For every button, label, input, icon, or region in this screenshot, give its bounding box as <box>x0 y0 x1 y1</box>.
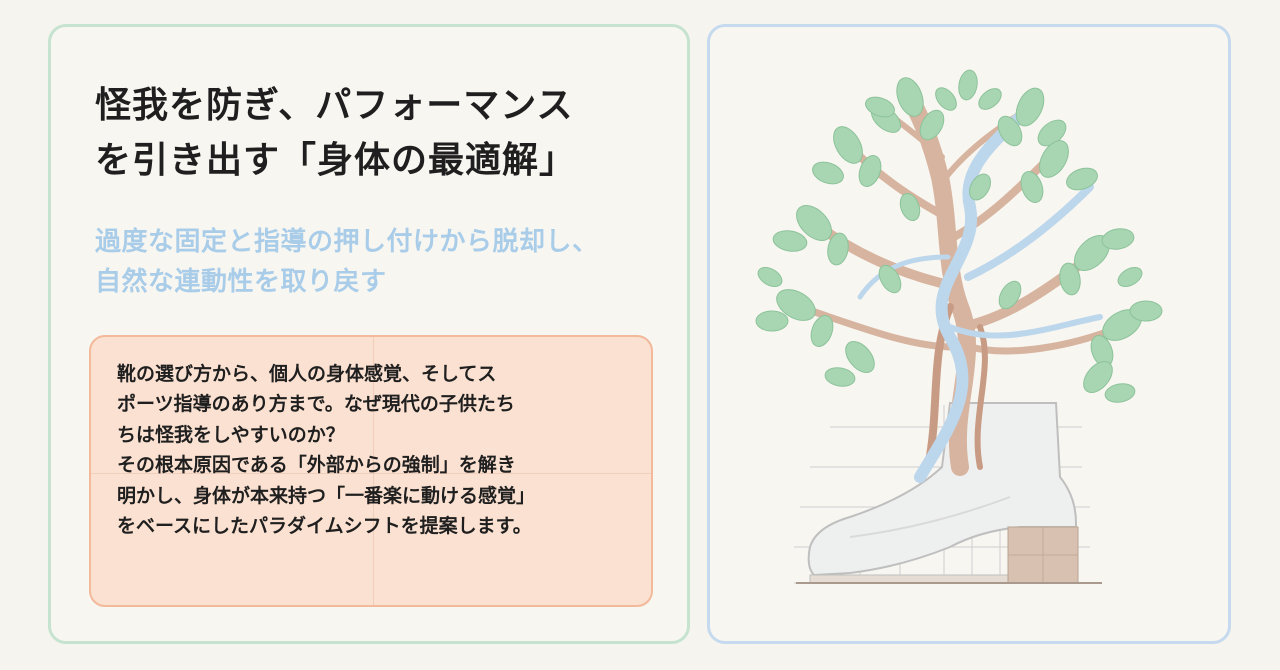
boot-icon <box>796 402 1102 584</box>
title-line-2: を引き出す「身体の最適解」 <box>95 139 577 181</box>
ribbon-icon <box>857 111 1103 483</box>
description-line: 明かし、身体が本来持つ「一番楽に動ける感覚」 <box>117 484 536 507</box>
subtitle: 過度な固定と指導の押し付けから脱却し、 自然な連動性を取り戻す <box>95 223 670 302</box>
description-line: ポーツ指導のあり方まで。なぜ現代の子供たち <box>117 393 515 416</box>
description-text: 靴の選び方から、個人の身体感覚、そしてス ポーツ指導のあり方まで。なぜ現代の子供… <box>117 359 637 541</box>
subtitle-line-2: 自然な連動性を取り戻す <box>95 266 387 297</box>
tree-boot-illustration <box>755 69 1163 584</box>
leaves <box>755 69 1163 403</box>
text-panel: 怪我を防ぎ、パフォーマンス を引き出す「身体の最適解」 過度な固定と指導の押し付… <box>48 24 690 644</box>
box-grid-line <box>373 337 374 605</box>
description-line: ちは怪我をしやすいのか？ <box>117 423 345 446</box>
title-line-1: 怪我を防ぎ、パフォーマンス <box>95 85 574 126</box>
illustration-panel <box>707 24 1231 644</box>
page-title: 怪我を防ぎ、パフォーマンス を引き出す「身体の最適解」 <box>95 79 665 188</box>
description-line: をベースにしたパラダイムシフトを提案します。 <box>117 514 532 537</box>
description-line: その根本原因である「外部からの強制」を解き <box>117 454 516 477</box>
description-box: 靴の選び方から、個人の身体感覚、そしてス ポーツ指導のあり方まで。なぜ現代の子供… <box>89 335 653 607</box>
subtitle-line-1: 過度な固定と指導の押し付けから脱却し、 <box>95 227 599 257</box>
box-grid-line <box>91 473 651 474</box>
description-line: 靴の選び方から、個人の身体感覚、そしてス <box>117 363 497 385</box>
